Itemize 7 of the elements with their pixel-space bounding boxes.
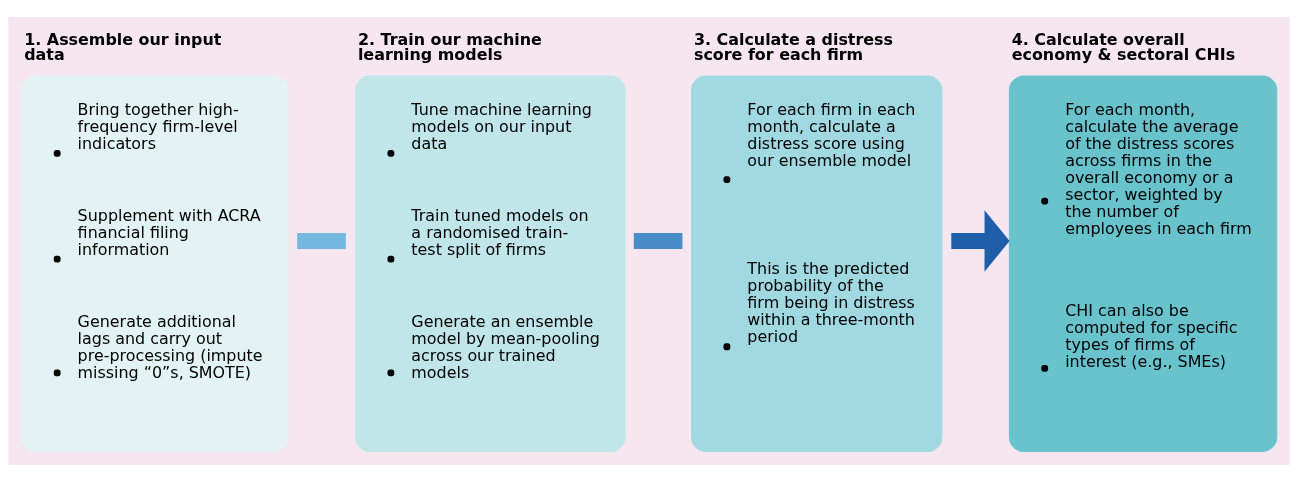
node-label: 3. Calculate a distress score for each firm xyxy=(693,29,894,65)
connector xyxy=(633,233,683,249)
node-label: 1. Assemble our input data xyxy=(24,29,222,65)
node-label: 4. Calculate overall economy & sectoral CHIs xyxy=(1011,29,1236,65)
node-label: 2. Train our machine learning models xyxy=(357,29,542,65)
arrow xyxy=(951,210,1010,272)
connector xyxy=(297,233,346,249)
